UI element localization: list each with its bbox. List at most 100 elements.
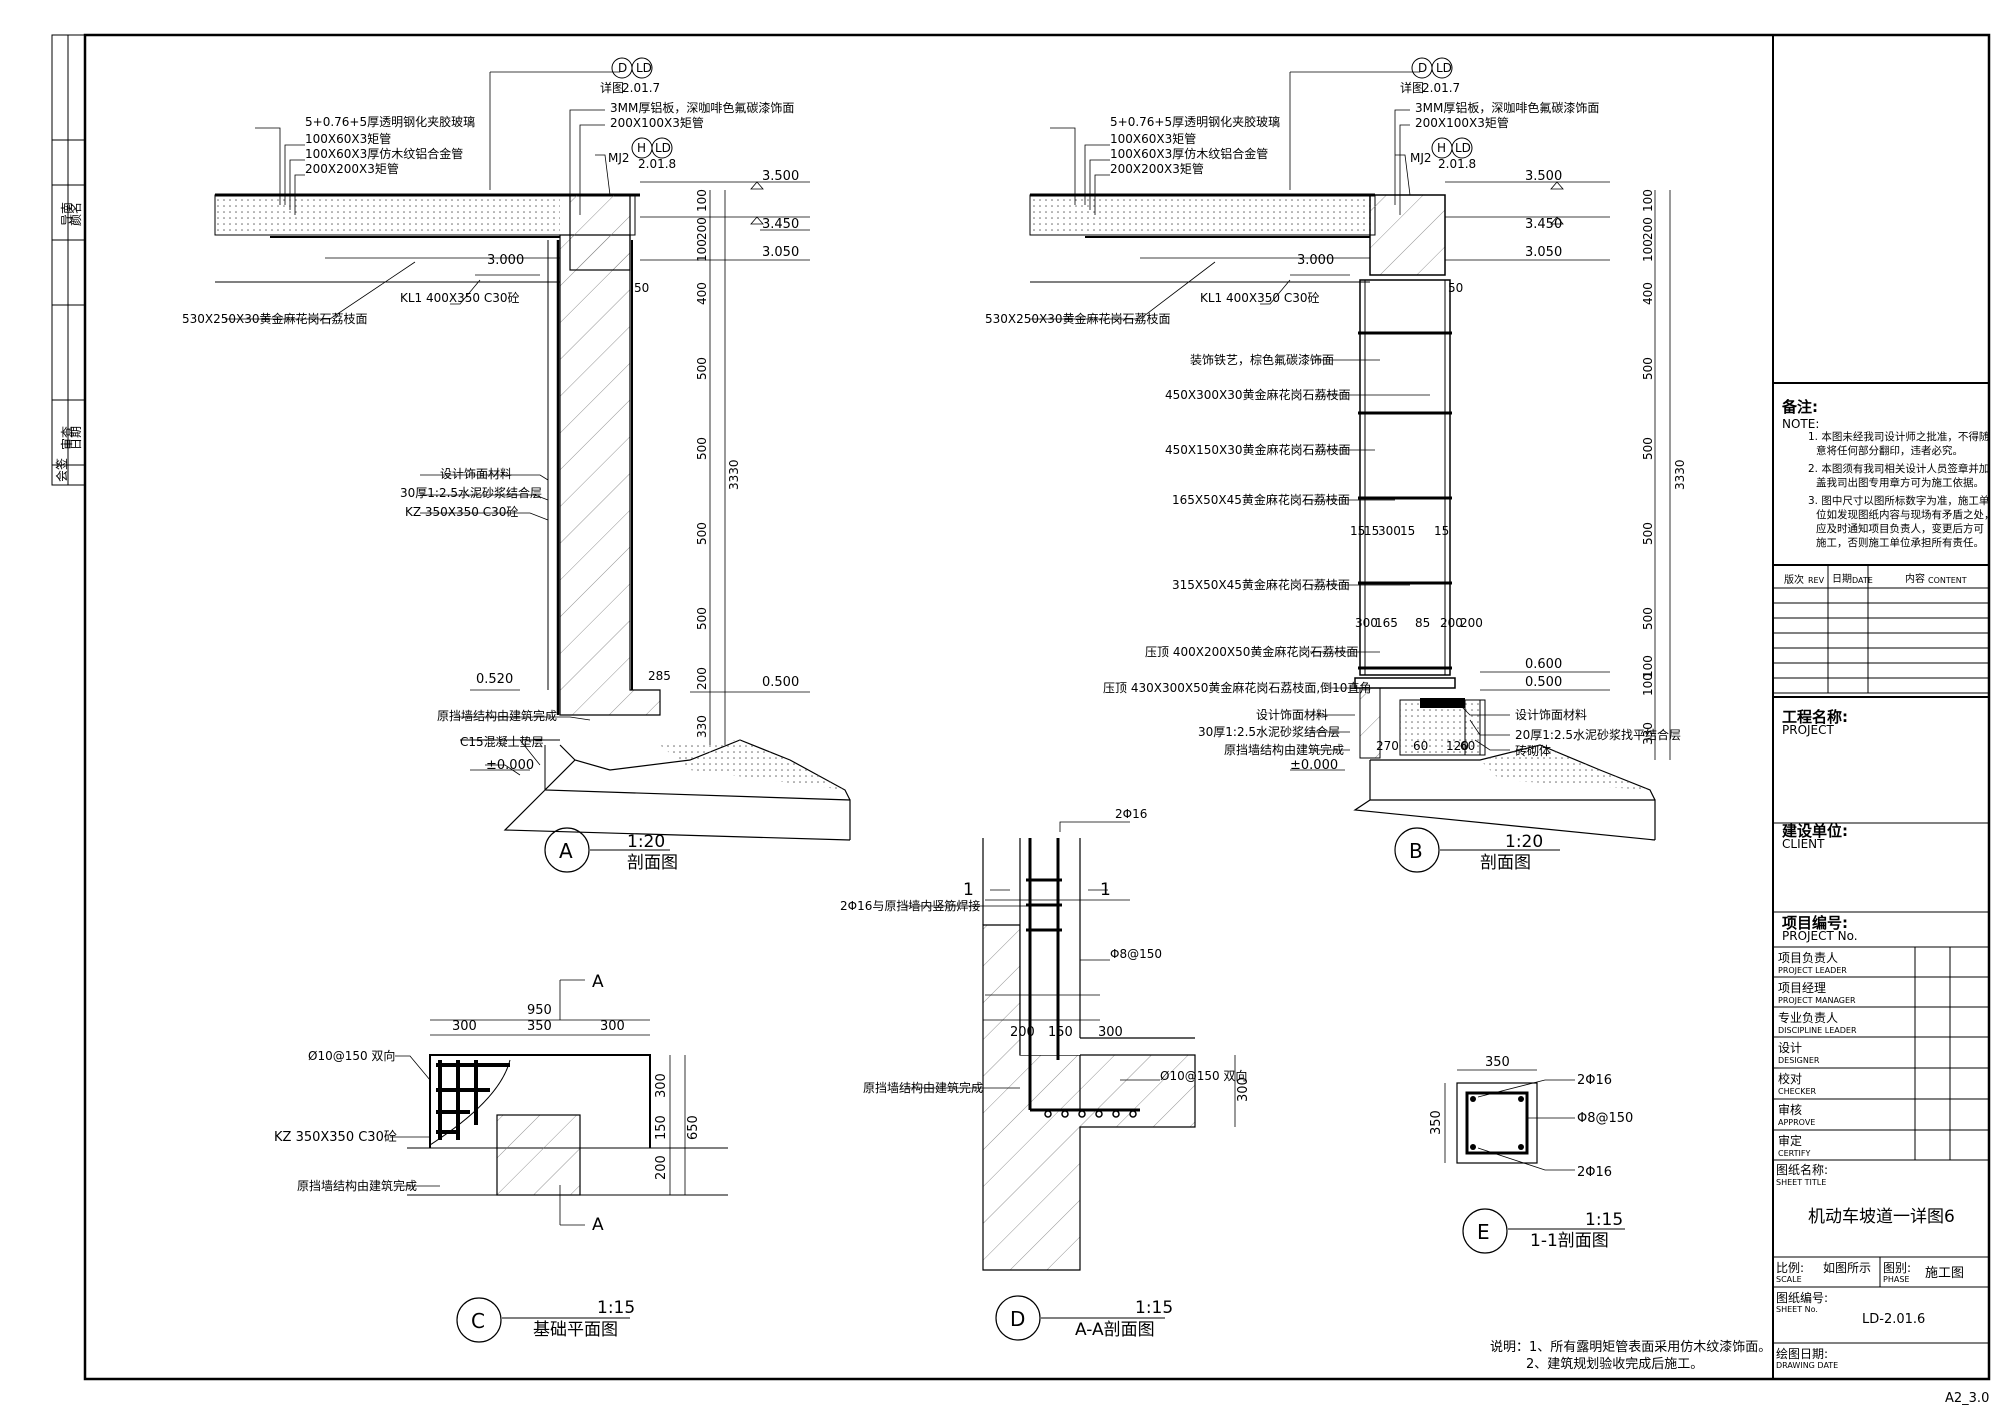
client-label-en: CLIENT (1782, 837, 1825, 851)
rev-col-content-cn: 内容 (1905, 572, 1925, 585)
level-b-3000: 3.000 (1297, 253, 1334, 268)
footing-outline (429, 1054, 651, 1148)
callout-b-tube1: 100X60X3矩管 (1110, 131, 1196, 146)
client-label: 建设单位: (1782, 822, 1848, 840)
view-b-scale: 1:20 (1505, 832, 1543, 852)
note-line-6: 位如发现图纸内容与现场有矛盾之处， (1816, 508, 1995, 521)
callout-d-weld: 2Φ16与原挡墙内竖筋焊接 (840, 898, 980, 913)
dim-b-200b: 270 (1376, 739, 1399, 753)
callout-b-finish: 设计饰面材料 (1256, 708, 1328, 722)
dim-b-270: 60 (1413, 739, 1428, 753)
view-e: 350 350 2Φ16 Φ8@150 2Φ16 E 1:15 1-1剖面图 (1429, 1055, 1633, 1254)
strip-text-c: 审查 (59, 426, 74, 450)
dim-b-200: 200 (1641, 217, 1655, 240)
callout-b-iron: 装饰铁艺，棕色氟碳漆饰面 (1190, 352, 1334, 367)
callout-a-alum: 3MM厚铝板，深咖啡色氟碳漆饰面 (610, 100, 794, 115)
dim-e-350v: 350 (1429, 1110, 1444, 1135)
callout-b-tube3: 200X200X3矩管 (1110, 161, 1204, 176)
callout-b-450x300: 450X300X30黄金麻花岗石荔枝面 (1165, 387, 1351, 402)
notes-heading-en: NOTE: (1782, 417, 1819, 431)
mj-ref-b-no: 2.01.8 (1438, 157, 1476, 171)
view-e-scale: 1:15 (1585, 1210, 1623, 1230)
dim-a-500b: 500 (695, 437, 709, 460)
general-note-2: 2、建筑规划验收完成后施工。 (1526, 1356, 1703, 1372)
role-project-leader: 项目负责人 (1778, 951, 1838, 965)
sheet-no-label: 图纸编号: (1776, 1290, 1828, 1305)
notes-list: 1. 本图未经我司设计师之批准，不得随 意将任何部分翻印，违者必究。 2. 本图… (1808, 430, 1995, 549)
callout-b-wall: 原挡墙结构由建筑完成 (1224, 742, 1344, 757)
view-b-letter: B (1409, 839, 1423, 863)
scale-value: 如图所示 (1823, 1260, 1871, 1275)
callout-a-finish: 设计饰面材料 (440, 467, 512, 481)
dim-a-500a: 500 (695, 357, 709, 380)
callout-b-detail: 详图 (1400, 80, 1424, 95)
dim-b-500b: 500 (1641, 437, 1655, 460)
view-d-title: A-A剖面图 (1075, 1320, 1155, 1340)
dim-a-285: 285 (648, 669, 671, 683)
date-label-en: DRAWING DATE (1776, 1361, 1838, 1370)
general-note-1: 说明：1、所有露明矩管表面采用仿木纹漆饰面。 (1490, 1339, 1771, 1355)
wall-section-d (982, 924, 1196, 1271)
callout-b-level-mortar: 20厚1:2.5水泥砂浆找平结合层 (1515, 727, 1681, 742)
rebar-grid (436, 1060, 510, 1140)
view-a-scale: 1:20 (627, 832, 665, 852)
cut-mark-d-right: 1 (1100, 880, 1111, 900)
role-certify: 审定 (1778, 1133, 1802, 1148)
notes-heading: 备注: (1781, 398, 1818, 416)
callout-a-tube4: 200X100X3矩管 (610, 115, 704, 130)
roles-table: 项目负责人 PROJECT LEADER 项目经理 PROJECT MANAGE… (1778, 951, 1857, 1158)
column-section-e (1456, 1082, 1538, 1164)
dim-a-100a: 100 (695, 189, 709, 212)
level-a-0500: 0.500 (762, 675, 799, 690)
level-a-0000: ±0.000 (486, 758, 534, 773)
view-d: 1 1 2Φ16 2Φ16与原挡墙内竖筋焊接 Φ8@150 原挡墙结构由建筑完成… (840, 807, 1251, 1341)
callout-b-450x150: 450X150X30黄金麻花岗石荔枝面 (1165, 442, 1351, 457)
dim-c-300b: 300 (600, 1019, 625, 1034)
callout-b-glass: 5+0.76+5厚透明钢化夹胶玻璃 (1110, 114, 1280, 129)
dim-b-300a: 300 (1378, 524, 1401, 538)
callout-a-tube2: 100X60X3厚仿木纹铝合金管 (305, 146, 463, 161)
dim-c-350: 350 (527, 1019, 552, 1034)
dim-b-500c: 500 (1641, 522, 1655, 545)
dim-b-100b: 100 (1641, 239, 1655, 262)
view-e-marker (1462, 1208, 1508, 1254)
callout-a-c15: C15混凝土垫层 (460, 734, 544, 749)
note-line-7: 应及时通知项目负责人，变更后方可 (1816, 522, 1984, 535)
callout-b-finish2: 设计饰面材料 (1515, 708, 1587, 722)
callout-a-mj2: MJ2 (608, 151, 630, 165)
cut-mark-c-top: A (592, 972, 604, 992)
dim-b-15d: 300 (1355, 616, 1378, 630)
sheet-no-value: LD-2.01.6 (1862, 1312, 1925, 1327)
dim-a-100b: 100 (695, 239, 709, 262)
callout-a-detail: 详图 (600, 80, 624, 95)
view-a-letter: A (559, 839, 573, 863)
dim-b-400: 400 (1641, 282, 1655, 305)
detail-ref-b-letter: D (1418, 61, 1427, 75)
dim-b-500d: 500 (1641, 607, 1655, 630)
callout-b-165x50: 165X50X45黄金麻花岗石荔枝面 (1172, 492, 1350, 507)
dim-a-200b: 200 (695, 667, 709, 690)
callout-d-rebar: Ø10@150 双向 (1160, 1068, 1247, 1083)
callout-e-stirrup: Φ8@150 (1577, 1111, 1633, 1126)
dim-b-165: 85 (1415, 616, 1430, 630)
project-label: 工程名称: (1782, 708, 1848, 726)
callout-d-2phi16: 2Φ16 (1115, 807, 1147, 821)
detail-ref-b-sheet: LD (1436, 61, 1452, 75)
view-e-title: 1-1剖面图 (1530, 1231, 1609, 1251)
callout-a-kz: KZ 350X350 C30砼 (405, 505, 518, 519)
stirrup-e (1465, 1091, 1529, 1155)
dim-b-15a: 15 (1350, 524, 1365, 538)
dim-b-300b: 165 (1375, 616, 1398, 630)
view-a-marker (544, 827, 590, 873)
callout-b-brick: 砖砌体 (1515, 743, 1551, 758)
dim-c-150: 150 (654, 1115, 669, 1140)
callout-e-top: 2Φ16 (1577, 1073, 1612, 1088)
role-designer: 设计 (1778, 1041, 1802, 1055)
sheet-title-value: 机动车坡道一详图6 (1808, 1207, 1955, 1227)
phase-label-en: PHASE (1883, 1275, 1909, 1284)
view-a-title: 剖面图 (627, 853, 678, 873)
level-a-3050: 3.050 (762, 245, 799, 260)
view-d-marker (995, 1295, 1041, 1341)
dim-b-100a: 100 (1641, 189, 1655, 212)
dim-b-15b: 15 (1364, 524, 1379, 538)
